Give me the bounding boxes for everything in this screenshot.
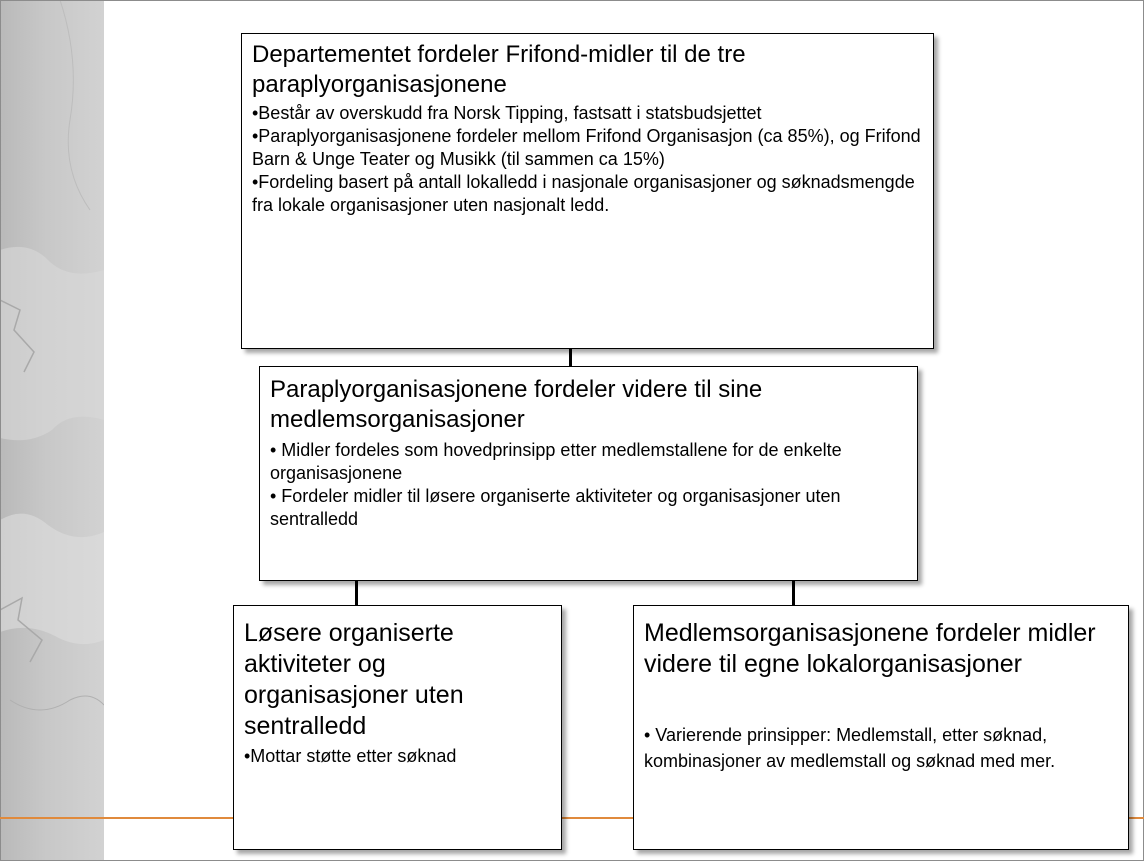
box-member-bullet: • Varierende prinsipper: Medlemstall, et… [644, 725, 1056, 771]
box-loose-bullet: •Mottar støtte etter søknad [244, 746, 457, 766]
box-umbrella-bullet: • Fordeler midler til løsere organiserte… [270, 486, 841, 529]
box-loose-organizations: Løsere organiserte aktiviteter og organi… [233, 605, 562, 850]
connector-middle-to-bottom-left [355, 580, 358, 606]
decorative-side-band [0, 0, 104, 861]
box-ministry-bullet: •Består av overskudd fra Norsk Tipping, … [252, 103, 762, 123]
box-ministry-distribution: Departementet fordeler Frifond-midler ti… [241, 33, 934, 349]
box-umbrella-bullets: • Midler fordeles som hovedprinsipp ette… [270, 439, 911, 531]
box-member-bullets: • Varierende prinsipper: Medlemstall, et… [644, 722, 1122, 774]
connector-middle-to-bottom-right [792, 580, 795, 606]
box-umbrella-heading: Paraplyorganisasjonene fordeler videre t… [270, 376, 763, 433]
box-loose-heading: Løsere organiserte aktiviteter og organi… [244, 619, 464, 740]
box-umbrella-bullet: • Midler fordeles som hovedprinsipp ette… [270, 440, 842, 483]
box-ministry-heading: Departementet fordeler Frifond-midler ti… [252, 41, 746, 98]
box-umbrella-distribution: Paraplyorganisasjonene fordeler videre t… [259, 366, 918, 581]
box-ministry-bullets: •Består av overskudd fra Norsk Tipping, … [252, 102, 927, 217]
box-ministry-bullet: •Paraplyorganisasjonene fordeler mellom … [252, 126, 921, 169]
accent-line [0, 817, 1144, 819]
box-member-organizations: Medlemsorganisasjonene fordeler midler v… [633, 605, 1129, 850]
box-ministry-bullet: •Fordeling basert på antall lokalledd i … [252, 172, 915, 215]
connector-top-to-middle [569, 347, 572, 367]
box-loose-bullets: •Mottar støtte etter søknad [244, 745, 555, 768]
box-member-heading: Medlemsorganisasjonene fordeler midler v… [644, 619, 1096, 678]
map-texture-decoration [0, 0, 104, 711]
